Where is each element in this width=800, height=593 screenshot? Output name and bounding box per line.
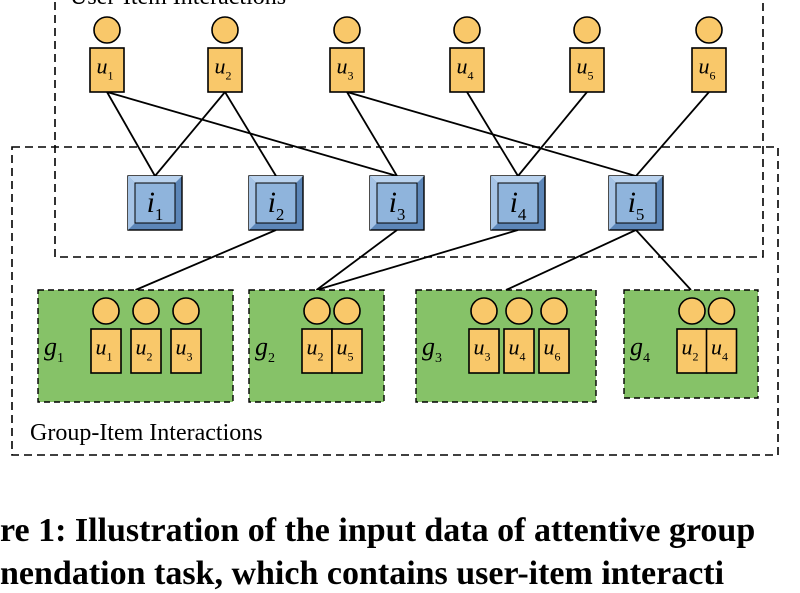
user-item-edge: [517, 91, 588, 177]
user-node-2: u2: [207, 16, 243, 93]
group-member-3: u3: [170, 297, 202, 374]
diagram-canvas: User-Item Interactions Group-Item Intera…: [11, 0, 779, 456]
person-body-icon: [705, 328, 738, 374]
item-node-1: i1: [127, 175, 183, 231]
user-node-6: u6: [691, 16, 727, 93]
user-item-edge: [106, 91, 156, 177]
group-item-region-box: [11, 146, 779, 456]
person-body-icon: [130, 328, 162, 374]
person-body-icon: [569, 47, 605, 93]
person-body-icon: [89, 47, 125, 93]
user-node-1: u1: [89, 16, 125, 93]
person-head-icon: [172, 297, 200, 325]
person-head-icon: [333, 16, 361, 44]
person-head-icon: [573, 16, 601, 44]
group-member-5: u5: [331, 297, 363, 374]
user-node-5: u5: [569, 16, 605, 93]
user-node-3: u3: [329, 16, 365, 93]
user-item-region-box: [54, 0, 764, 258]
person-body-icon: [676, 328, 708, 374]
person-body-icon: [170, 328, 202, 374]
person-head-icon: [453, 16, 481, 44]
user-item-edge: [466, 91, 519, 177]
person-head-icon: [333, 297, 361, 325]
group-item-edge: [635, 229, 692, 291]
user-node-4: u4: [449, 16, 485, 93]
group-item-edge: [316, 229, 519, 291]
group-item-edge: [135, 229, 277, 291]
user-item-edge: [154, 91, 226, 177]
person-head-icon: [695, 16, 723, 44]
item-node-2: i2: [248, 175, 304, 231]
users-layer: u1 u2 u3 u4 u5 u6: [89, 16, 727, 93]
person-body-icon: [503, 328, 535, 374]
user-item-edge: [106, 91, 398, 177]
group-member-4: u4: [503, 297, 535, 374]
caption-line-2: nendation task, which contains user-item…: [0, 555, 725, 592]
person-head-icon: [505, 297, 533, 325]
person-body-icon: [538, 328, 570, 374]
group-item-region-label: Group-Item Interactions: [30, 420, 263, 446]
group-member-2: u2: [676, 297, 708, 374]
item-node-5: i5: [608, 175, 664, 231]
items-layer: i1 i2 i3 i4 i5: [127, 175, 664, 231]
person-head-icon: [470, 297, 498, 325]
person-body-icon: [468, 328, 500, 374]
person-head-icon: [678, 297, 706, 325]
person-body-icon: [207, 47, 243, 93]
person-head-icon: [540, 297, 568, 325]
person-head-icon: [93, 16, 121, 44]
group-member-3: u3: [468, 297, 500, 374]
person-head-icon: [132, 297, 160, 325]
person-head-icon: [707, 297, 736, 325]
user-item-edge: [224, 91, 277, 177]
edges-layer: [106, 91, 710, 291]
person-body-icon: [449, 47, 485, 93]
group-item-edge: [315, 229, 398, 291]
person-head-icon: [92, 297, 120, 325]
group-item-edge: [505, 229, 637, 291]
group-member-1: u1: [90, 297, 122, 374]
person-body-icon: [691, 47, 727, 93]
item-node-3: i3: [369, 175, 425, 231]
user-item-edge: [346, 91, 398, 177]
group-member-6: u6: [538, 297, 570, 374]
person-body-icon: [331, 328, 363, 374]
item-node-4: i4: [490, 175, 546, 231]
user-item-edge: [635, 91, 710, 177]
person-body-icon: [90, 328, 122, 374]
group-member-2: u2: [301, 297, 333, 374]
person-head-icon: [303, 297, 331, 325]
person-body-icon: [329, 47, 365, 93]
group-member-4: u4: [705, 297, 738, 374]
user-item-region-label: User-Item Interactions: [70, 0, 286, 10]
person-head-icon: [211, 16, 239, 44]
caption-line-1: re 1: Illustration of the input data of …: [0, 512, 756, 549]
group-member-2: u2: [130, 297, 162, 374]
